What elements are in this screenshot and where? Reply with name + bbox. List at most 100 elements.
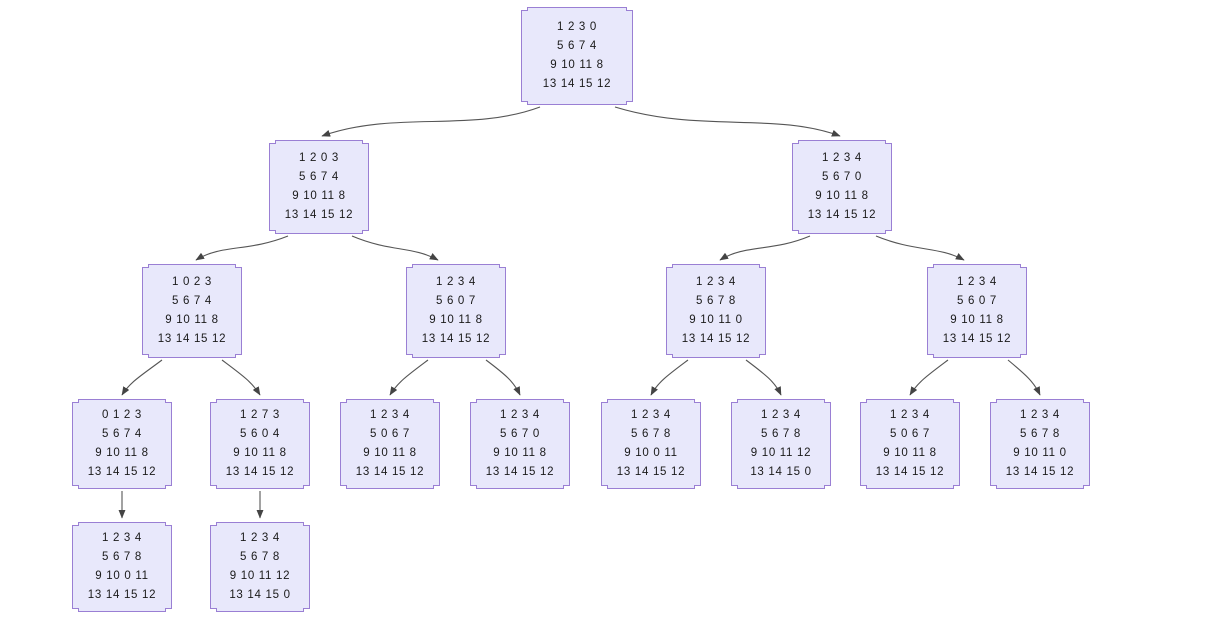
state-grid: 1 2 3 4 5 6 0 7 9 10 11 8 13 14 15 12 <box>934 275 1020 346</box>
state-node[interactable]: 1 0 2 3 5 6 7 4 9 10 11 8 13 14 15 12 <box>142 264 242 358</box>
state-node[interactable]: 1 2 3 4 5 6 7 8 9 10 11 12 13 14 15 0 <box>731 399 831 489</box>
state-grid-row: 9 10 11 8 <box>550 58 604 71</box>
tree-edge <box>485 359 521 396</box>
state-grid-row: 5 6 7 0 <box>499 427 541 440</box>
state-grid-row: 9 10 11 8 <box>815 189 869 202</box>
state-grid-row: 9 10 0 11 <box>95 569 149 582</box>
tree-edge <box>351 235 439 261</box>
state-grid-row: 13 14 15 12 <box>225 465 295 478</box>
state-grid-row: 5 6 0 7 <box>956 294 998 307</box>
tree-edge <box>389 359 429 396</box>
state-grid-row: 5 6 0 7 <box>435 294 477 307</box>
state-node[interactable]: 1 2 3 4 5 6 0 7 9 10 11 8 13 14 15 12 <box>927 264 1027 358</box>
state-grid-row: 1 2 3 4 <box>369 408 411 421</box>
state-grid-row: 0 1 2 3 <box>101 408 143 421</box>
state-grid-row: 5 6 7 0 <box>821 170 863 183</box>
state-grid-row: 1 2 3 4 <box>760 408 802 421</box>
state-grid-row: 9 10 11 8 <box>292 189 346 202</box>
state-grid-row: 5 0 6 7 <box>369 427 411 440</box>
tree-edge <box>121 359 163 396</box>
state-grid-row: 5 6 7 4 <box>171 294 213 307</box>
state-grid-row: 13 14 15 12 <box>87 588 157 601</box>
state-grid-row: 5 6 0 4 <box>239 427 281 440</box>
tree-edge <box>745 359 782 396</box>
state-grid-row: 5 6 7 8 <box>630 427 672 440</box>
state-grid: 1 2 3 4 5 0 6 7 9 10 11 8 13 14 15 12 <box>347 408 433 479</box>
state-node[interactable]: 1 2 3 4 5 0 6 7 9 10 11 8 13 14 15 12 <box>340 399 440 489</box>
state-grid: 1 2 3 4 5 6 7 8 9 10 11 12 13 14 15 0 <box>738 408 824 479</box>
state-grid: 1 2 3 4 5 0 6 7 9 10 11 8 13 14 15 12 <box>867 408 953 479</box>
state-grid: 1 2 3 0 5 6 7 4 9 10 11 8 13 14 15 12 <box>528 20 626 91</box>
state-grid-row: 13 14 15 12 <box>875 465 945 478</box>
state-node[interactable]: 1 2 3 0 5 6 7 4 9 10 11 8 13 14 15 12 <box>521 7 633 105</box>
state-grid-row: 13 14 15 0 <box>229 588 291 601</box>
state-grid-row: 1 2 3 0 <box>556 20 598 33</box>
state-node[interactable]: 1 2 3 4 5 6 7 0 9 10 11 8 13 14 15 12 <box>792 140 892 234</box>
tree-edge <box>650 359 689 396</box>
tree-edge <box>195 235 289 261</box>
state-grid-row: 5 6 7 8 <box>695 294 737 307</box>
state-grid-row: 9 10 11 8 <box>233 446 287 459</box>
state-grid-row: 5 6 7 8 <box>760 427 802 440</box>
state-grid-row: 9 10 11 12 <box>750 446 812 459</box>
tree-edge <box>1007 359 1041 396</box>
state-grid-row: 5 6 7 4 <box>101 427 143 440</box>
tree-edge <box>909 359 949 396</box>
state-grid-row: 1 2 3 4 <box>101 531 143 544</box>
state-grid: 1 0 2 3 5 6 7 4 9 10 11 8 13 14 15 12 <box>149 275 235 346</box>
state-grid-row: 5 6 7 4 <box>556 39 598 52</box>
state-grid-row: 1 2 3 4 <box>821 151 863 164</box>
state-grid-row: 9 10 11 8 <box>363 446 417 459</box>
tree-edge <box>719 235 811 261</box>
state-node[interactable]: 0 1 2 3 5 6 7 4 9 10 11 8 13 14 15 12 <box>72 399 172 489</box>
state-grid: 1 2 3 4 5 6 7 8 9 10 0 11 13 14 15 12 <box>608 408 694 479</box>
state-grid-row: 1 2 3 4 <box>1019 408 1061 421</box>
state-node[interactable]: 1 2 3 4 5 0 6 7 9 10 11 8 13 14 15 12 <box>860 399 960 489</box>
state-grid-row: 9 10 0 11 <box>624 446 678 459</box>
state-grid-row: 1 2 7 3 <box>239 408 281 421</box>
state-grid-row: 1 2 3 4 <box>630 408 672 421</box>
state-grid-row: 5 0 6 7 <box>889 427 931 440</box>
state-grid-row: 13 14 15 12 <box>421 332 491 345</box>
state-grid-row: 1 2 3 4 <box>889 408 931 421</box>
state-grid-row: 9 10 11 8 <box>950 313 1004 326</box>
state-grid-row: 1 2 3 4 <box>499 408 541 421</box>
state-grid-row: 13 14 15 0 <box>750 465 812 478</box>
state-grid-row: 13 14 15 12 <box>1005 465 1075 478</box>
state-node[interactable]: 1 2 3 4 5 6 7 8 9 10 0 11 13 14 15 12 <box>601 399 701 489</box>
state-grid-row: 13 14 15 12 <box>87 465 157 478</box>
state-node[interactable]: 1 2 7 3 5 6 0 4 9 10 11 8 13 14 15 12 <box>210 399 310 489</box>
state-grid-row: 1 2 3 4 <box>956 275 998 288</box>
state-grid-row: 13 14 15 12 <box>157 332 227 345</box>
state-grid-row: 9 10 11 8 <box>165 313 219 326</box>
state-grid-row: 5 6 7 8 <box>1019 427 1061 440</box>
state-grid-row: 1 2 3 4 <box>239 531 281 544</box>
state-grid-row: 5 6 7 8 <box>239 550 281 563</box>
state-grid-row: 9 10 11 8 <box>883 446 937 459</box>
state-grid: 1 2 3 4 5 6 7 8 9 10 11 12 13 14 15 0 <box>217 531 303 602</box>
state-grid: 1 2 3 4 5 6 7 0 9 10 11 8 13 14 15 12 <box>799 151 885 222</box>
state-grid-row: 13 14 15 12 <box>355 465 425 478</box>
state-grid-row: 9 10 11 12 <box>229 569 291 582</box>
state-grid-row: 13 14 15 12 <box>942 332 1012 345</box>
state-grid-row: 1 0 2 3 <box>171 275 213 288</box>
tree-edge <box>875 235 965 261</box>
state-grid-row: 13 14 15 12 <box>807 208 877 221</box>
state-grid-row: 9 10 11 8 <box>95 446 149 459</box>
state-grid-row: 1 2 3 4 <box>435 275 477 288</box>
state-grid-row: 13 14 15 12 <box>284 208 354 221</box>
state-grid-row: 13 14 15 12 <box>542 77 612 90</box>
state-grid-row: 13 14 15 12 <box>616 465 686 478</box>
state-node[interactable]: 1 2 3 4 5 6 7 8 9 10 11 12 13 14 15 0 <box>210 522 310 612</box>
